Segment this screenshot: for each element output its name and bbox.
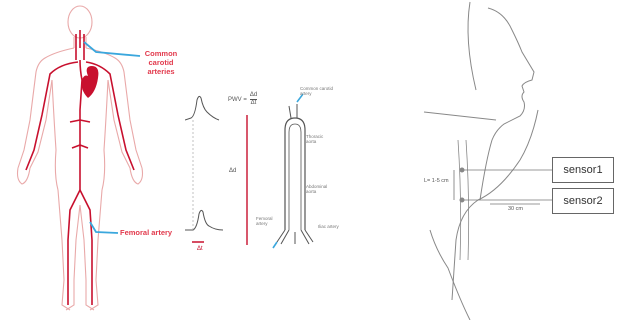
delta-d-label: Δd (229, 168, 236, 174)
shoulder-outline (430, 230, 470, 320)
aorta-outline (285, 118, 305, 230)
sensor2-point (460, 198, 465, 203)
jaw-outline (424, 112, 496, 120)
vertical-distance-label: L= 1-5 cm (424, 178, 449, 184)
carotid-pulse-waveform (185, 96, 219, 120)
pwv-diagram (185, 80, 340, 255)
sensor1-box: sensor1 (552, 157, 614, 183)
iliac-bifurcation (277, 230, 313, 244)
carotid-label: Common carotid arteries (138, 49, 184, 76)
pwv-formula: PWV = Δd Δt (228, 92, 257, 107)
sensor1-point (460, 168, 465, 173)
body-silhouette-figure (0, 0, 190, 320)
abdominal-aorta-label: Abdominal aorta (306, 184, 334, 194)
femoral-site-label: Femoral artery (256, 216, 282, 226)
iliac-artery-label: Iliac artery (318, 224, 344, 229)
thoracic-aorta-label: Thoracic aorta (306, 134, 334, 144)
neck-front-outline (452, 110, 538, 300)
heart-icon (82, 66, 99, 98)
pwv-formula-lhs: PWV = (228, 97, 247, 103)
femoral-pulse-waveform (185, 210, 223, 230)
neck-back-outline (468, 2, 476, 90)
femoral-label: Femoral artery (120, 228, 190, 237)
face-profile-outline (480, 8, 534, 200)
sensor2-box: sensor2 (552, 188, 614, 214)
femoral-sensor-indicator (273, 242, 277, 248)
carotid-callout-line (84, 42, 140, 56)
pwv-formula-numerator: Δd (250, 92, 257, 100)
horizontal-distance-label: 30 cm (508, 206, 523, 212)
delta-t-label: Δt (197, 246, 203, 252)
femoral-callout-line (90, 222, 118, 233)
pwv-formula-denominator: Δt (251, 100, 257, 107)
carotid-site-label: Common carotid artery (300, 86, 334, 96)
